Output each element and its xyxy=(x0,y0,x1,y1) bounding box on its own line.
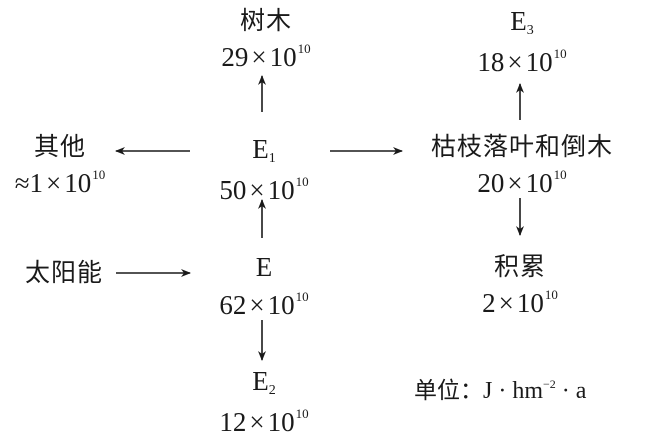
node-litter: 枯枝落叶和倒木 20×1010 xyxy=(408,134,636,197)
node-trees-value: 29×1010 xyxy=(221,41,311,72)
node-litter-value: 20×1010 xyxy=(477,167,567,198)
node-solar: 太阳能 xyxy=(14,260,114,285)
unit-label: 单位：J · hm−2 · a xyxy=(414,377,587,404)
node-solar-label: 太阳能 xyxy=(24,258,103,287)
node-accum: 积累 2×1010 xyxy=(468,254,572,317)
node-e2-label: E2 xyxy=(252,366,276,398)
node-others: 其他 ≈1×1010 xyxy=(0,134,120,197)
node-e-label: E xyxy=(255,252,273,282)
node-e1-value: 50×1010 xyxy=(219,174,309,205)
node-others-label: 其他 xyxy=(33,132,86,161)
node-e3-value: 18×1010 xyxy=(477,46,567,77)
node-e3: E3 18×1010 xyxy=(462,8,582,76)
node-e3-label: E3 xyxy=(510,6,534,38)
node-litter-label: 枯枝落叶和倒木 xyxy=(430,132,613,161)
node-e-value: 62×1010 xyxy=(219,289,309,320)
node-accum-value: 2×1010 xyxy=(482,287,558,318)
node-accum-label: 积累 xyxy=(493,252,546,281)
node-e: E 62×1010 xyxy=(202,254,326,319)
node-e2: E2 12×1010 xyxy=(202,368,326,436)
node-e1-label: E1 xyxy=(252,134,276,166)
node-others-value: ≈1×1010 xyxy=(14,167,106,198)
node-e1: E1 50×1010 xyxy=(202,136,326,204)
node-e2-value: 12×1010 xyxy=(219,406,309,437)
node-trees: 树木 29×1010 xyxy=(206,8,326,71)
node-trees-label: 树木 xyxy=(239,6,292,35)
